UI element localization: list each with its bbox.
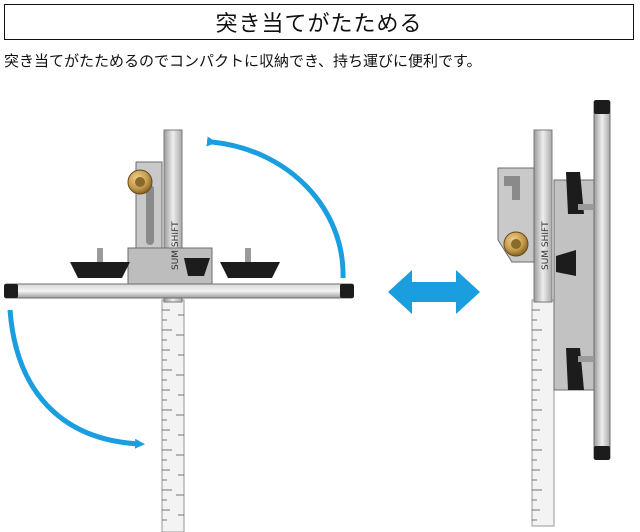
double-arrow-icon [388, 270, 480, 314]
end-cap-left [4, 284, 18, 298]
curved-arrow-icon [206, 136, 346, 279]
curved-arrow-icon [7, 309, 145, 449]
scale-ticks-left [162, 309, 184, 521]
horizontal-bar-left [5, 283, 353, 299]
end-cap-right [340, 284, 354, 298]
slot-left [146, 185, 154, 245]
lock-knob-right-3 [556, 250, 576, 276]
upper-guide-bar-right [533, 129, 553, 303]
lock-knob-left-1 [70, 248, 130, 278]
lock-knob-right-1 [566, 172, 584, 214]
scale-ruler-right [531, 299, 555, 527]
product-label-right: SUM SHIFT [541, 221, 551, 270]
folded-bar-right [593, 101, 611, 459]
end-cap-top [594, 100, 610, 114]
lock-knob-left-2 [220, 248, 280, 278]
ruler-folded-view: SUM SHIFT [497, 100, 611, 527]
product-label-left: SUM SHIFT [171, 221, 181, 270]
ruler-open-view: SUM SHIFT [4, 129, 354, 532]
scale-ticks-right [532, 309, 542, 521]
feature-description: 突き当てがたためるのでコンパクトに収納でき、持ち運びに便利です。 [4, 52, 482, 70]
end-cap-bottom [594, 446, 610, 460]
section-title: 突き当てがたためる [4, 4, 634, 40]
lock-knob-left-3 [184, 258, 210, 276]
